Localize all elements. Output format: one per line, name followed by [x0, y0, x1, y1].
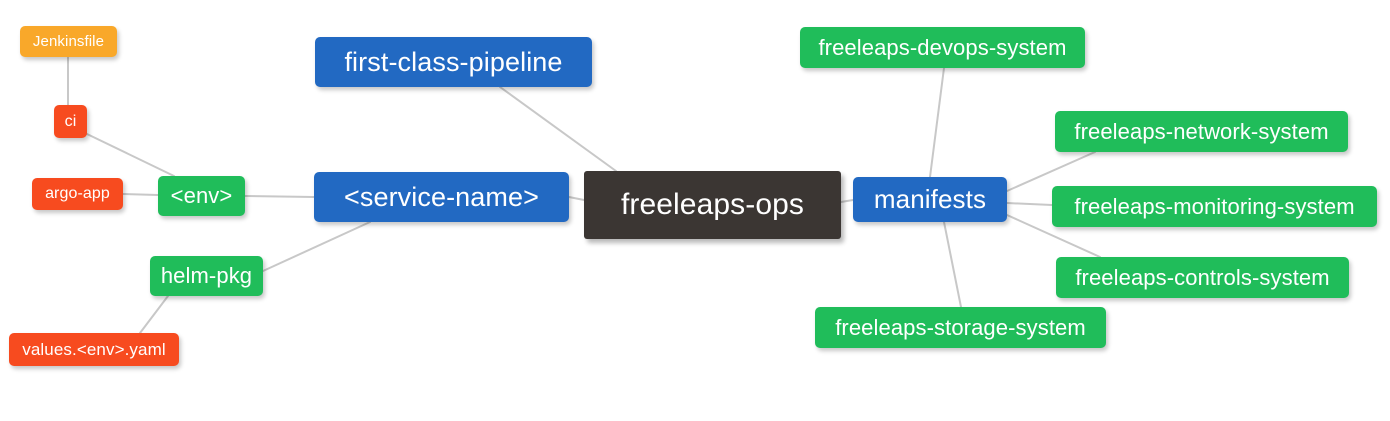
- node-env[interactable]: <env>: [158, 176, 245, 216]
- edge-freeleaps-ops-to-service-name: [568, 196, 585, 201]
- node-jenkinsfile[interactable]: Jenkinsfile: [20, 26, 117, 57]
- edge-manifests-to-freeleaps-monitoring-system: [1006, 202, 1053, 206]
- node-freeleaps-ops[interactable]: freeleaps-ops: [584, 171, 841, 239]
- edge-helm-pkg-to-values-env-yaml: [139, 295, 169, 334]
- edge-freeleaps-ops-to-manifests: [840, 199, 854, 203]
- node-freeleaps-monitoring-system[interactable]: freeleaps-monitoring-system: [1052, 186, 1377, 227]
- edge-manifests-to-freeleaps-storage-system: [943, 221, 962, 308]
- node-values-env-yaml[interactable]: values.<env>.yaml: [9, 333, 179, 366]
- edge-freeleaps-ops-to-first-class-pipeline: [499, 86, 617, 172]
- edge-manifests-to-freeleaps-devops-system: [929, 67, 945, 178]
- node-freeleaps-network-system[interactable]: freeleaps-network-system: [1055, 111, 1348, 152]
- node-freeleaps-controls-system[interactable]: freeleaps-controls-system: [1056, 257, 1349, 298]
- edge-env-to-argo-app: [122, 193, 159, 196]
- edge-service-name-to-env: [244, 195, 315, 198]
- node-ci[interactable]: ci: [54, 105, 87, 138]
- edge-env-to-ci: [86, 133, 175, 177]
- node-helm-pkg[interactable]: helm-pkg: [150, 256, 263, 296]
- node-freeleaps-devops-system[interactable]: freeleaps-devops-system: [800, 27, 1085, 68]
- node-argo-app[interactable]: argo-app: [32, 178, 123, 210]
- node-service-name[interactable]: <service-name>: [314, 172, 569, 222]
- edge-service-name-to-helm-pkg: [262, 221, 371, 272]
- node-freeleaps-storage-system[interactable]: freeleaps-storage-system: [815, 307, 1106, 348]
- node-first-class-pipeline[interactable]: first-class-pipeline: [315, 37, 592, 87]
- node-manifests[interactable]: manifests: [853, 177, 1007, 222]
